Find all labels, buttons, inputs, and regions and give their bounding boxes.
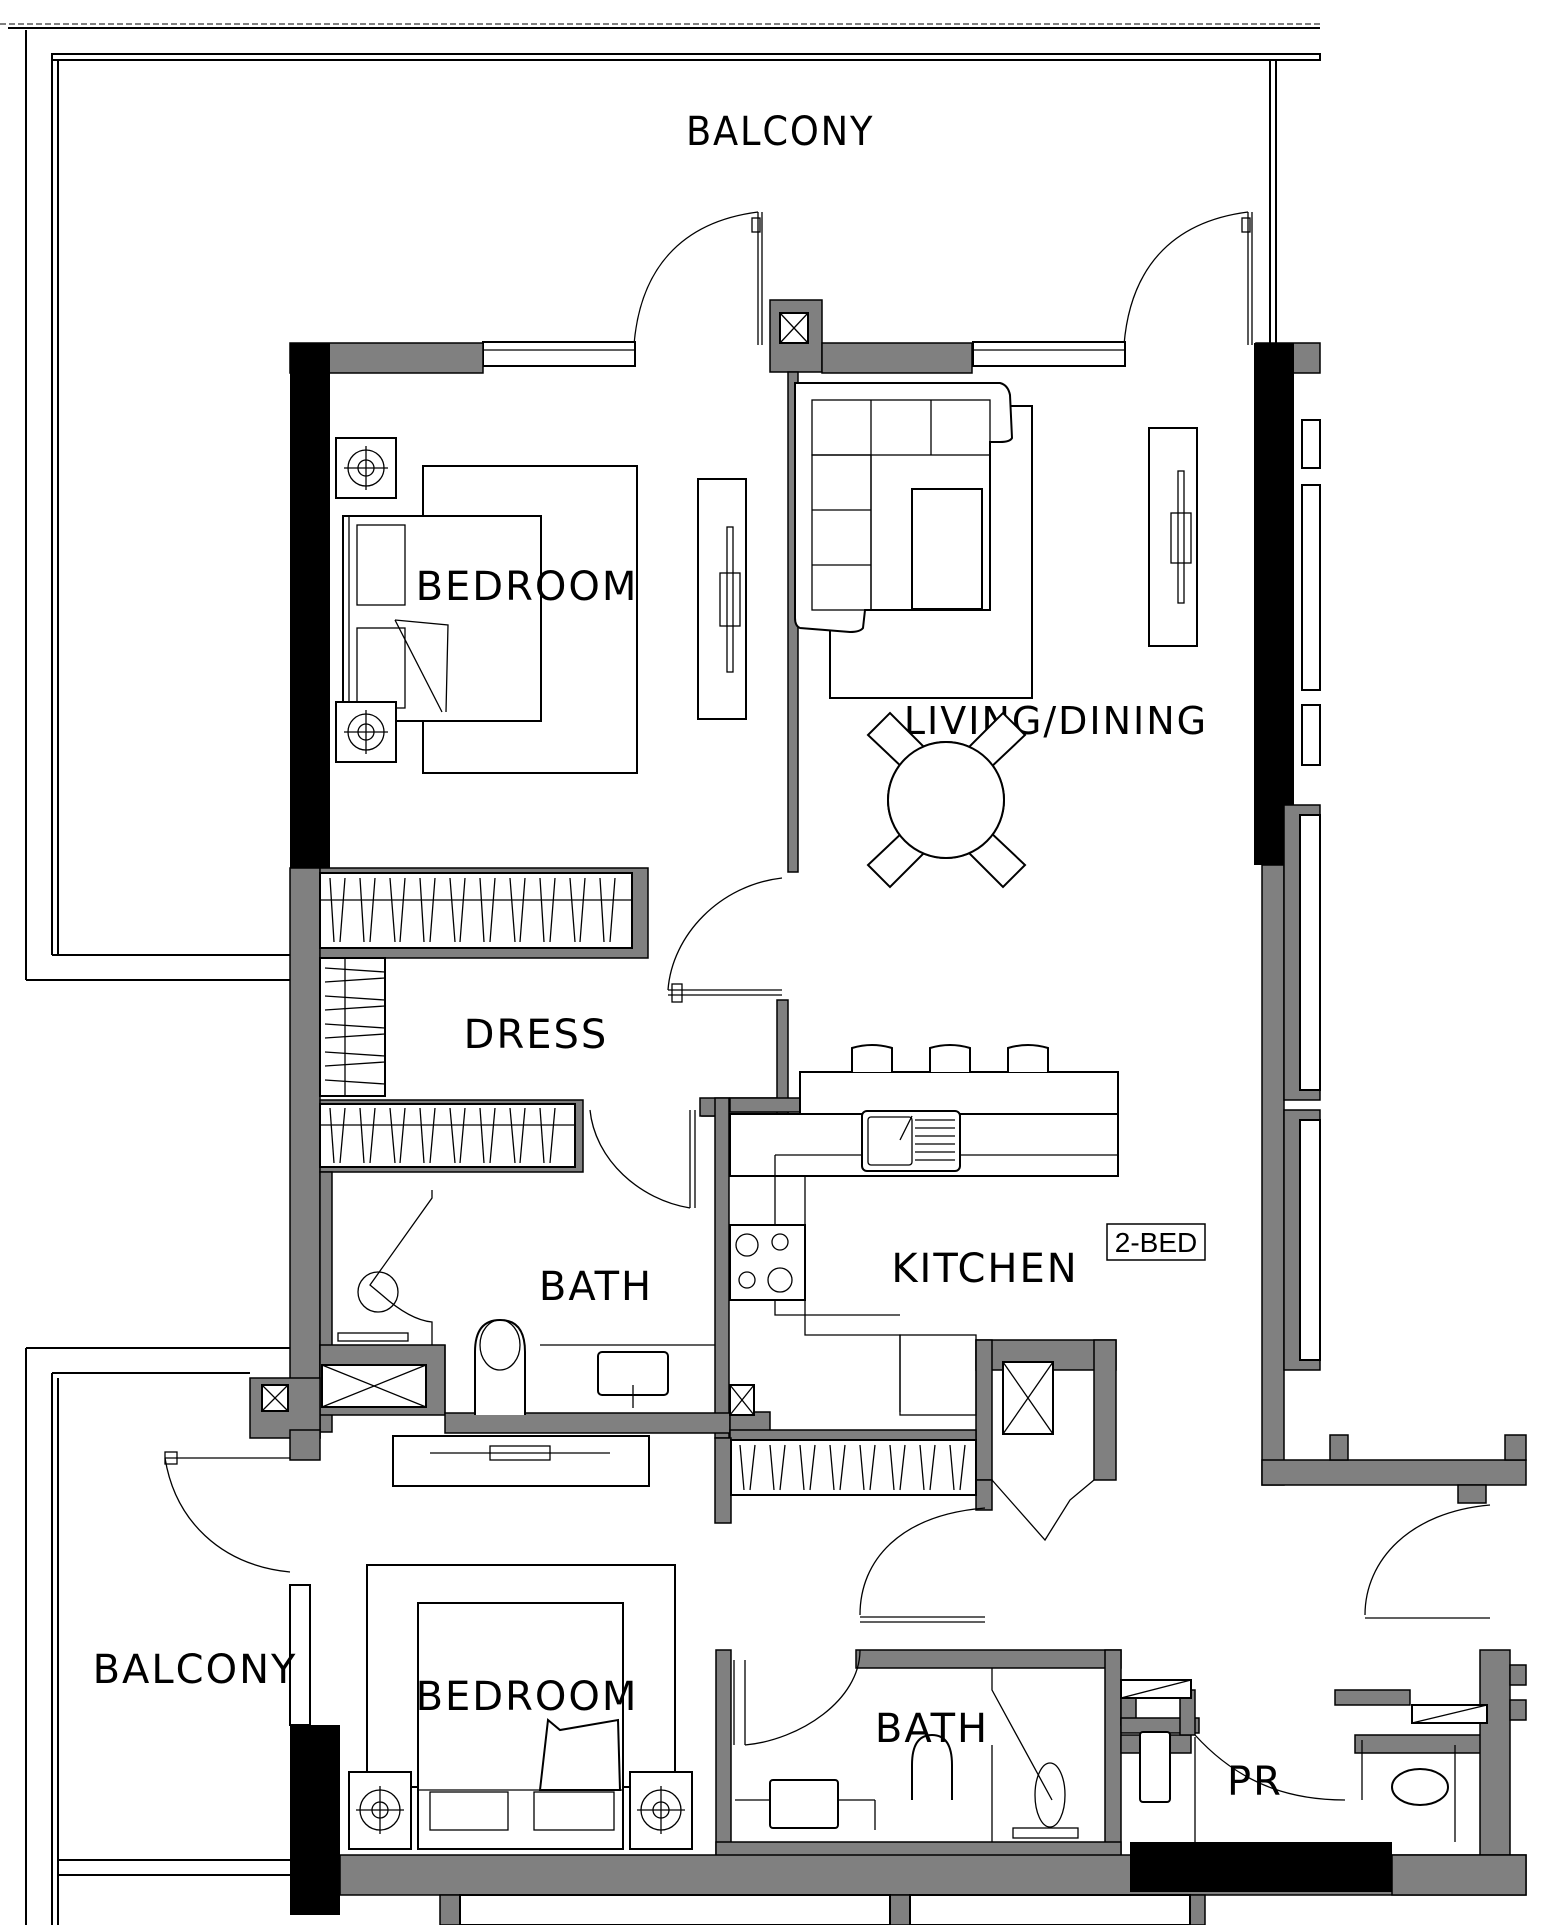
coffee-table-icon [911,488,983,610]
tv-console-icon [697,478,747,720]
room-label-kitchen: KITCHEN [891,1246,1078,1292]
toilet-icon [911,1733,953,1800]
basin-icon [769,1779,839,1829]
cooktop-icon [729,1224,806,1301]
sink-icon [861,1110,961,1172]
bottom-partial [459,1894,1191,1925]
balcony-side [25,1347,311,1925]
unit-type-label: 2-BED [1115,1227,1197,1258]
room-label-bath-2: BATH [875,1706,989,1752]
pr-fixtures [1120,1504,1491,1842]
room-label-balcony-side: BALCONY [93,1647,298,1693]
walls [249,299,1527,1925]
room-label-powder-room: PR [1227,1759,1283,1805]
balcony-top [51,53,1321,956]
door-swing-icon [733,1507,986,1746]
room-label-balcony-top: BALCONY [686,109,874,156]
door-swing-icon [1194,1734,1346,1801]
room-label-bedroom-1: BEDROOM [416,564,639,610]
dining-chair-icon [866,711,1027,889]
bath-1-fixtures [337,1190,715,1415]
nightstand-lamp-icon [335,437,397,763]
door-swing-icon [633,211,1253,346]
breakfast-counter [799,1071,1119,1115]
unit-type-tag: 2-BED [1106,1223,1206,1261]
adjacent-unit-partial [1283,419,1321,1371]
tv-console-icon [1148,427,1198,647]
door-swing-icon [667,877,783,1003]
bath-2-fixtures [735,1668,1079,1842]
room-label-bath-1: BATH [539,1264,653,1310]
door-swing-icon [589,1109,696,1209]
shower-icon [1034,1762,1066,1828]
window [482,341,636,367]
basin-icon [1139,1731,1171,1803]
console-table [392,1435,650,1487]
plan-top-border [0,23,1320,981]
bed-icon [342,465,638,774]
bar-stool-icon [851,1044,1049,1072]
shaft-icon [261,312,1054,1435]
shower-icon [357,1271,399,1313]
nightstand-lamp-icon [348,1771,693,1850]
room-label-dress: DRESS [464,1012,609,1058]
wardrobe-icon [392,1435,977,1496]
bed-icon [366,1564,676,1850]
door-swing-icon [991,1479,1095,1542]
door-swing-icon [1364,1504,1491,1616]
shower-tap-icon [1012,1827,1079,1839]
window [972,341,1126,367]
room-label-bedroom-2: BEDROOM [416,1674,639,1720]
wardrobe-icon [319,872,633,1168]
room-label-living-dining: LIVING/DINING [904,699,1208,743]
shower-tap-icon [337,1332,409,1342]
toilet-icon [1391,1768,1449,1806]
